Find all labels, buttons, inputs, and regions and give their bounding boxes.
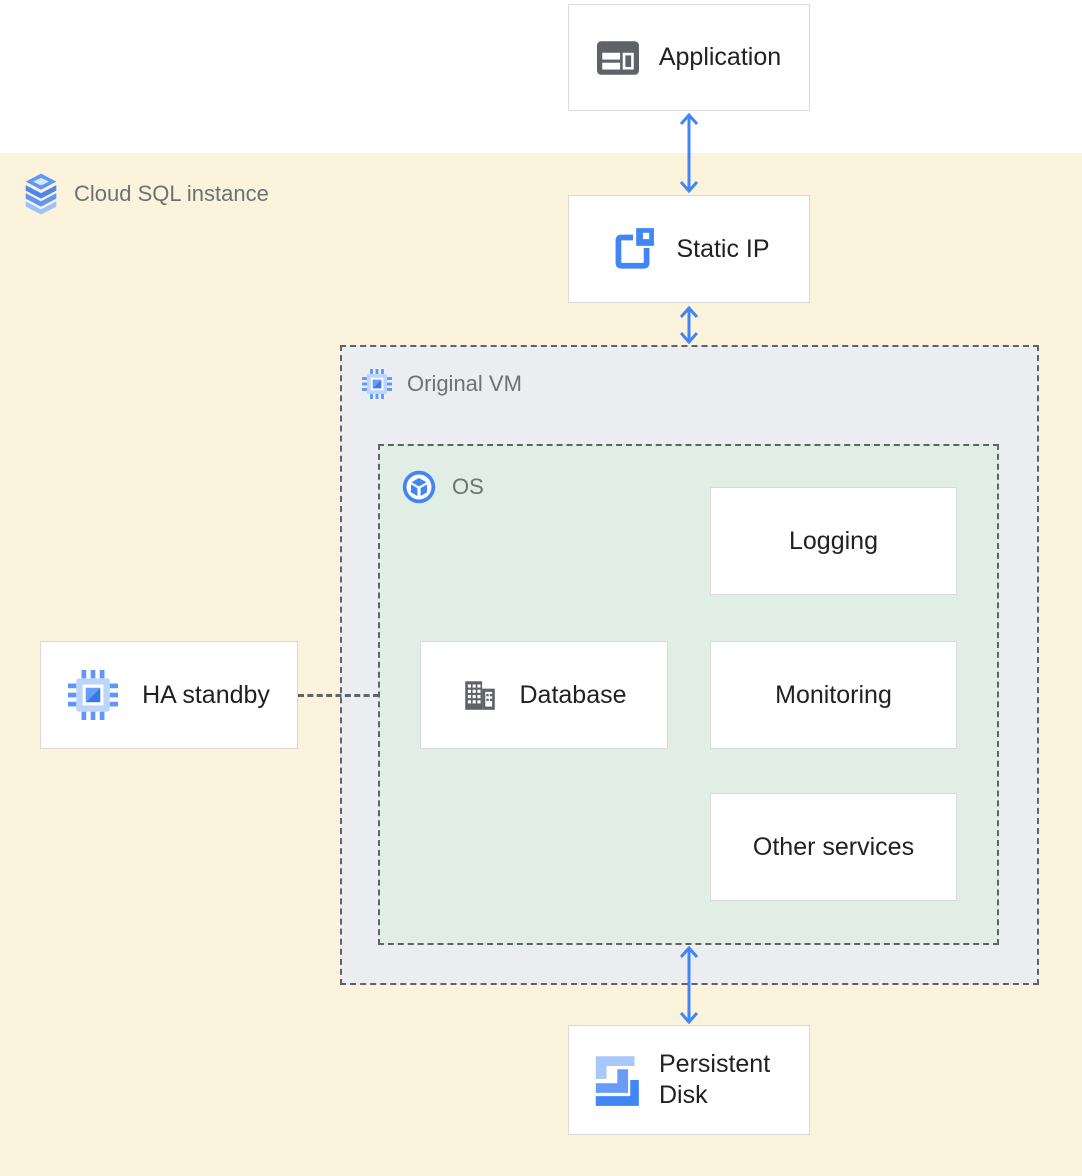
database-icon (461, 676, 499, 714)
database-text: Database (519, 680, 627, 709)
other-services-text: Other services (752, 832, 915, 861)
static-ip-text: Static IP (676, 234, 770, 263)
cloud-sql-zone-label: Cloud SQL instance (24, 172, 269, 216)
other-services-node: Other services (710, 793, 957, 901)
cloud-sql-icon (24, 172, 58, 216)
ha-standby-node: HA standby (40, 641, 298, 749)
ha-standby-text: HA standby (142, 680, 270, 709)
persistent-disk-icon (587, 1052, 639, 1108)
persistent-disk-node: Persistent Disk (568, 1025, 810, 1135)
arrow-staticip-vm (677, 305, 701, 350)
os-label: OS (402, 470, 484, 504)
ha-standby-compute-icon (68, 670, 119, 720)
monitoring-text: Monitoring (775, 680, 892, 709)
dashed-link-ha-vm (298, 694, 379, 697)
static-ip-node: Static IP (568, 195, 810, 303)
database-node: Database (420, 641, 668, 749)
compute-engine-icon (362, 369, 392, 399)
application-node: Application (568, 4, 810, 111)
original-vm-text: Original VM (407, 371, 522, 396)
arrow-application-staticip (677, 112, 701, 199)
logging-node: Logging (710, 487, 957, 595)
cloud-sql-zone-text: Cloud SQL instance (74, 181, 269, 206)
persistent-disk-text: Persistent Disk (659, 1049, 771, 1109)
original-vm-label: Original VM (362, 369, 522, 399)
os-text: OS (452, 474, 484, 499)
os-icon (402, 470, 436, 504)
application-text: Application (658, 43, 782, 71)
monitoring-node: Monitoring (710, 641, 957, 749)
static-ip-icon (608, 225, 657, 273)
application-icon (596, 40, 639, 75)
logging-text: Logging (789, 526, 878, 555)
arrow-os-persistentdisk (677, 945, 701, 1030)
